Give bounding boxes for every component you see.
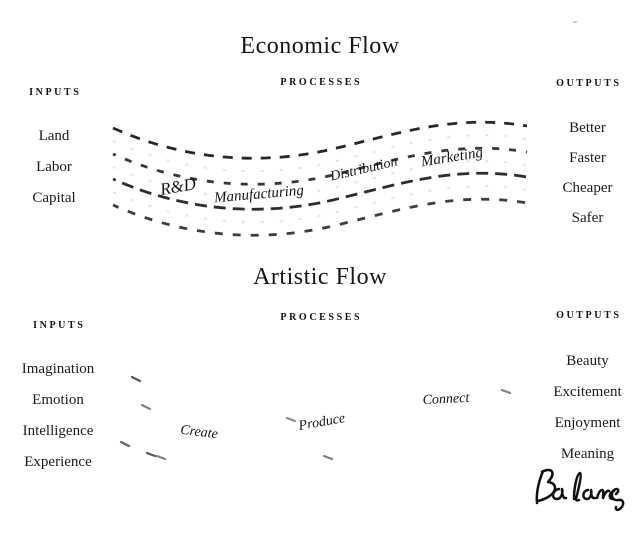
economic-input-land: Land: [38, 128, 70, 144]
signature-stroke: [582, 488, 597, 501]
artistic-output-excitement: Excitement: [553, 384, 622, 400]
sparse-dash: [140, 403, 152, 411]
sparse-dash: [500, 388, 512, 395]
economic-output-better: Better: [569, 119, 606, 136]
artistic-outputs-list: Beauty Excitement Enjoyment Meaning: [540, 346, 635, 470]
economic-flow-wave-band: [112, 120, 528, 237]
sparse-dash: [322, 454, 334, 461]
signature-stroke: [535, 469, 545, 505]
sparse-dash: [285, 416, 297, 423]
sparse-dash: [130, 375, 142, 383]
balance-signature: [535, 468, 625, 512]
artistic-input-emotion: Emotion: [32, 392, 84, 408]
artistic-output-beauty: Beauty: [566, 353, 609, 369]
economic-output-faster: Faster: [569, 149, 606, 166]
economic-input-labor: Labor: [36, 159, 72, 175]
artistic-inputs-header: INPUTS: [33, 320, 86, 331]
economic-inputs-list: Land Labor Capital: [8, 121, 100, 214]
economic-input-capital: Capital: [32, 190, 76, 206]
dashed-wave-line-4: [112, 197, 528, 237]
artistic-output-meaning: Meaning: [560, 446, 615, 462]
sparse-dash: [119, 440, 131, 448]
economic-outputs-list: Better Faster Cheaper Safer: [540, 113, 635, 233]
economic-outputs-header: OUTPUTS: [556, 78, 622, 89]
artistic-input-intelligence: Intelligence: [22, 423, 94, 439]
artistic-process-connect: Connect: [422, 390, 470, 409]
signature-stroke: [595, 488, 611, 500]
sparse-dash: [145, 451, 157, 458]
signature-stroke: [610, 487, 625, 512]
artistic-outputs-header: OUTPUTS: [556, 310, 622, 321]
artistic-inputs-list: Imagination Emotion Intelligence Experie…: [6, 354, 110, 478]
dashed-wave-line-1: [112, 120, 528, 160]
sparse-dash: [155, 454, 167, 461]
artistic-flow-sparse-dashes: [119, 375, 512, 461]
artistic-input-imagination: Imagination: [21, 361, 95, 377]
economic-inputs-header: INPUTS: [29, 87, 82, 98]
economic-processes-header: PROCESSES: [280, 77, 363, 88]
economic-output-cheaper: Cheaper: [562, 179, 613, 196]
signature-stroke: [551, 487, 568, 501]
stray-scan-mark: [572, 20, 578, 24]
signature-stroke: [536, 468, 557, 503]
dashed-wave-line-2: [112, 146, 528, 186]
signature-stroke: [572, 471, 582, 502]
artistic-output-enjoyment: Enjoyment: [554, 415, 621, 431]
economic-flow-title: Economic Flow: [240, 33, 400, 59]
artistic-flow-title: Artistic Flow: [253, 264, 387, 290]
artistic-processes-header: PROCESSES: [280, 312, 363, 323]
economic-output-safer: Safer: [571, 209, 604, 226]
dashed-wave-line-3: [112, 171, 528, 211]
artistic-input-experience: Experience: [24, 454, 92, 470]
